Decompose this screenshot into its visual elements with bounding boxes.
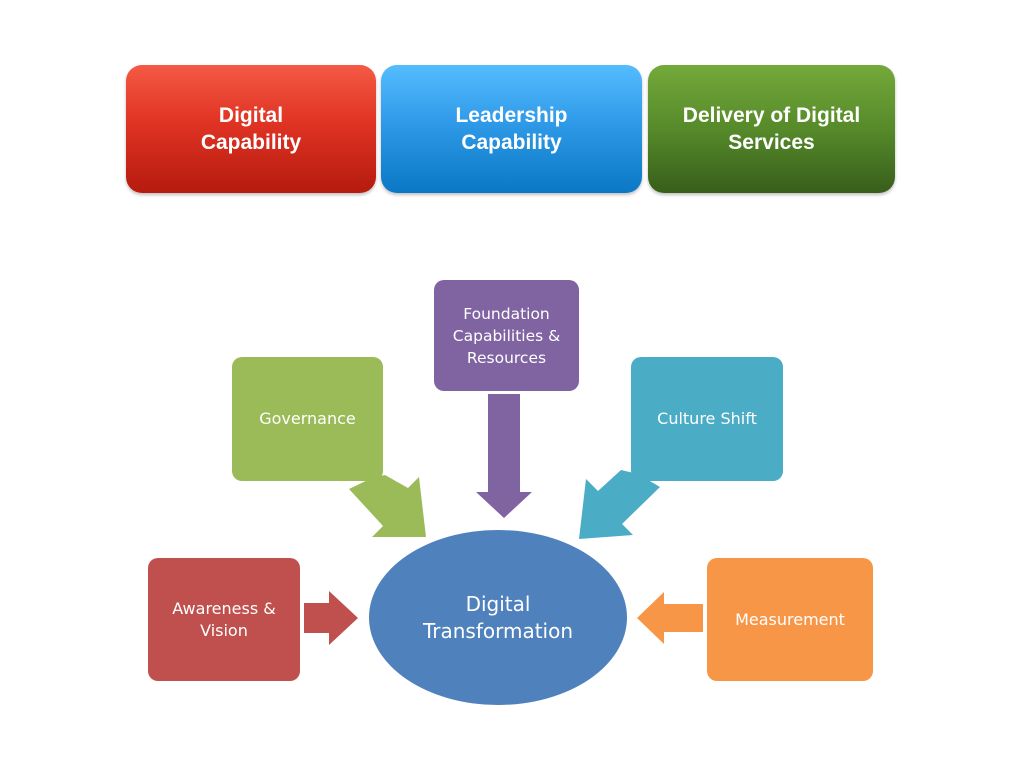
digital-capability-label-line1: Digital [218,104,284,127]
governance-label: Governance [259,409,356,428]
center-label-line1: Digital [465,591,531,616]
awareness-label-line1: Awareness & [172,598,276,618]
governance-arrow [349,475,426,537]
delivery-label-line2: Services [728,131,815,154]
culture-shift-label: Culture Shift [657,409,757,428]
culture-shift-arrow [579,470,660,539]
digital-capability-label-line2: Capability [200,131,302,154]
measurement-arrow [637,592,703,644]
awareness-vision-node: Awareness & Vision [148,558,300,681]
culture-shift-node: Culture Shift [631,357,783,481]
foundation-label-line2: Capabilities & [452,326,561,345]
awareness-arrow [304,591,358,645]
awareness-label-line2: Vision [200,620,248,640]
governance-node: Governance [232,357,383,481]
leadership-capability-box: Leadership Capability [381,65,642,193]
foundation-label-line3: Resources [466,348,547,367]
measurement-label: Measurement [735,609,845,629]
foundation-label-line1: Foundation [463,304,550,323]
center-label-line2: Transformation [422,618,574,643]
foundation-arrow [476,394,532,518]
measurement-node: Measurement [707,558,873,681]
leadership-capability-label-line1: Leadership [455,104,568,127]
digital-transformation-node: Digital Transformation [369,530,627,705]
foundation-capabilities-node: Foundation Capabilities & Resources [434,280,579,391]
delivery-of-digital-services-box: Delivery of Digital Services [648,65,895,193]
leadership-capability-label-line2: Capability [461,131,562,154]
delivery-label-line1: Delivery of Digital [682,104,861,127]
digital-capability-box: Digital Capability [126,65,376,193]
